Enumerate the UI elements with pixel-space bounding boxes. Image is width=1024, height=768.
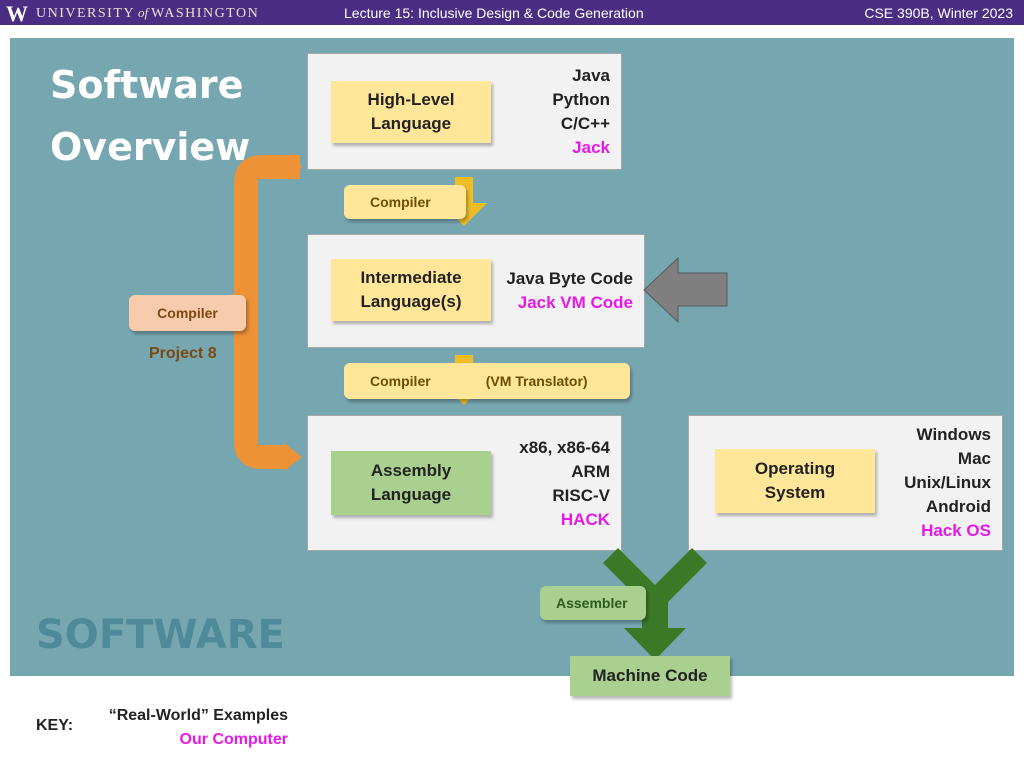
intermediate-examples: Java Byte Code Jack VM Code <box>506 267 633 315</box>
example-hack: HACK <box>560 510 610 529</box>
key-examples: “Real-World” Examples Our Computer <box>96 704 288 752</box>
key-real-world: “Real-World” Examples <box>108 707 288 724</box>
left-compiler-label-text: Compiler <box>157 305 218 321</box>
slide-title-line1: Software <box>50 63 244 107</box>
course-name: CSE 390B, Winter 2023 <box>864 5 1013 21</box>
assembly-label-line2: Language <box>370 485 452 504</box>
left-compiler-label: Compiler <box>129 295 246 331</box>
os-label-line1: Operating <box>754 459 836 478</box>
university-name-left: UNIVERSITY <box>36 6 135 21</box>
example-x86: x86, x86-64 <box>519 438 610 457</box>
lecture-title: Lecture 15: Inclusive Design & Code Gene… <box>344 5 644 21</box>
os-label-line2: System <box>764 483 826 502</box>
bracket-bottom-arrowhead-icon <box>284 443 302 471</box>
example-java: Java <box>572 66 610 85</box>
intermediate-label-line1: Intermediate <box>360 268 462 287</box>
university-name-of: of <box>138 5 149 20</box>
example-c: C/C++ <box>560 114 610 133</box>
example-mac: Mac <box>957 449 991 468</box>
key-label: KEY: <box>36 717 74 734</box>
slide-title-line2: Overview <box>50 125 251 169</box>
assembler-pill: Assembler <box>540 586 646 620</box>
compiler-pill-2: Compiler (VM Translator) <box>344 363 630 399</box>
assembly-examples: x86, x86-64 ARM RISC-V HACK <box>519 436 610 532</box>
machine-code-label-text: Machine Code <box>592 666 708 685</box>
compiler-pill-2-label: Compiler <box>370 373 431 389</box>
high-level-examples: Java Python C/C++ Jack <box>552 64 610 160</box>
high-level-label-line1: High-Level <box>367 90 455 109</box>
left-arrow-icon <box>643 256 728 324</box>
example-java-byte-code: Java Byte Code <box>506 269 633 288</box>
compiler-pill-1: Compiler <box>344 185 466 219</box>
example-windows: Windows <box>916 425 991 444</box>
example-hack-os: Hack OS <box>921 521 991 540</box>
key-our-computer: Our Computer <box>179 731 288 748</box>
example-arm: ARM <box>571 462 610 481</box>
software-watermark: SOFTWARE <box>36 612 285 658</box>
intermediate-label-line2: Language(s) <box>360 292 462 311</box>
compiler-bracket-icon <box>234 155 300 469</box>
uw-logo-icon: W <box>6 1 28 26</box>
example-unix-linux: Unix/Linux <box>904 473 991 492</box>
example-risc-v: RISC-V <box>552 486 610 505</box>
machine-code-label: Machine Code <box>570 656 730 696</box>
compiler-pill-1-label: Compiler <box>370 194 431 210</box>
slide-title: Software Overview <box>50 54 290 178</box>
high-level-label-line2: Language <box>370 114 452 133</box>
vm-translator-note: (VM Translator) <box>485 373 588 389</box>
example-android: Android <box>925 497 991 516</box>
project-label: Project 8 <box>149 345 217 362</box>
merge-arrow-icon <box>603 548 707 660</box>
example-jack: Jack <box>572 138 610 157</box>
example-jack-vm-code: Jack VM Code <box>517 293 633 312</box>
university-name-right: WASHINGTON <box>151 6 260 21</box>
example-python: Python <box>552 90 610 109</box>
assembler-pill-label: Assembler <box>556 595 628 611</box>
assembly-label-line1: Assembly <box>370 461 452 480</box>
bracket-top-arrowhead-icon <box>290 153 302 181</box>
os-examples: Windows Mac Unix/Linux Android Hack OS <box>904 423 991 543</box>
